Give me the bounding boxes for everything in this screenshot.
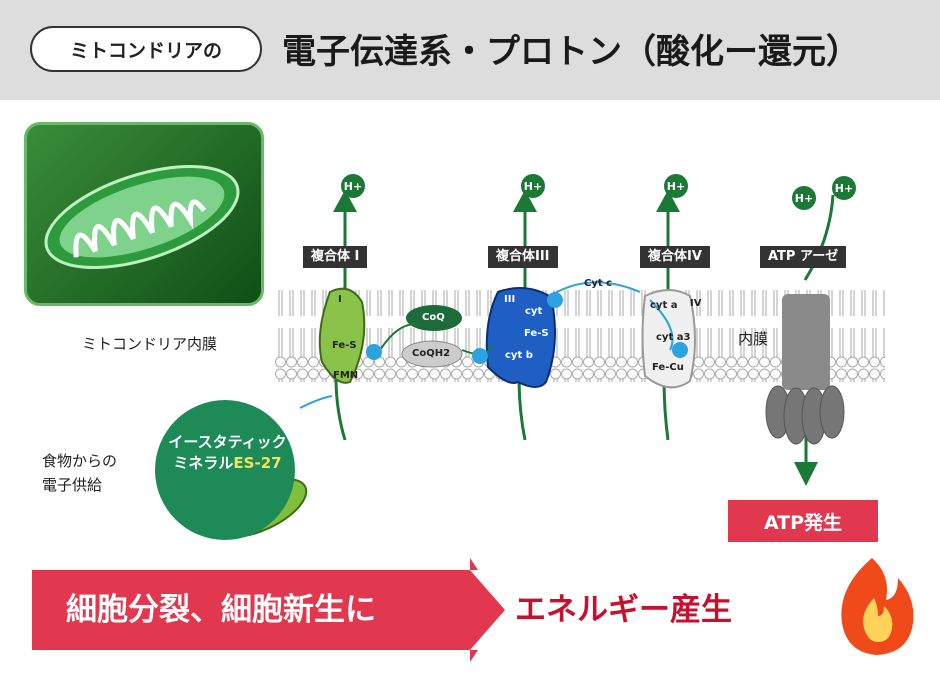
complex3-part: cyt	[525, 306, 543, 317]
complex4-electron-arrow	[649, 299, 674, 351]
complex1-roman: I	[338, 294, 342, 305]
coq-label: CoQ	[422, 312, 445, 323]
banner-right-text: エネルギー産生	[515, 592, 732, 628]
proton-marker: H+	[521, 174, 545, 198]
complex4-roman: IV	[690, 298, 702, 309]
complex4-arrow	[656, 190, 680, 212]
complex4-tag: 複合体IV	[640, 246, 710, 268]
food-electron-label-2: 電子供給	[42, 476, 103, 494]
complex1-tag: 複合体 I	[303, 246, 368, 268]
cytc-label: Cyt c	[584, 278, 613, 289]
electron-dot	[672, 342, 688, 358]
header-pill: ミトコンドリアの	[30, 26, 262, 72]
electron-dot	[547, 292, 563, 308]
complex4-part: cyt a	[650, 300, 678, 311]
proton-marker: H+	[664, 174, 688, 198]
proton-marker: H+	[341, 174, 365, 198]
complex1-arrow	[333, 190, 357, 212]
yeast-label-line2: ミネラルES-27	[165, 453, 290, 474]
food-electron-label-1: 食物からの	[42, 452, 118, 470]
proton-marker: H+	[792, 186, 816, 210]
atpase-proton-path	[803, 194, 835, 281]
mitochondria-drawing	[44, 164, 240, 270]
banner-right-panel	[470, 570, 840, 650]
fire-icon	[841, 558, 914, 655]
atpase-lobe	[819, 385, 845, 439]
yeast-label: イースタティック ミネラルES-27	[165, 432, 290, 474]
food-electron-arrow	[299, 395, 333, 409]
complex1-shape	[318, 287, 366, 384]
electron-dot	[472, 348, 488, 364]
coq-cycle-arrow	[379, 323, 421, 351]
complex1-part: FMN	[333, 370, 359, 381]
complex3-part: Fe-S	[524, 328, 549, 339]
mitochondria-icon	[24, 122, 264, 306]
inner-membrane-label: ミトコンドリア内膜	[82, 335, 218, 353]
yeast-label-line1: イースタティック	[168, 433, 287, 451]
coqh2-ellipse	[401, 340, 463, 368]
atp-down-arrow	[794, 462, 818, 486]
header-pill-label: ミトコンドリアの	[69, 39, 222, 62]
complex1-part: Fe-S	[332, 340, 357, 351]
yeast-label-prefix: ミネラル	[173, 454, 234, 472]
yeast-circle	[155, 400, 295, 540]
complex3-part: cyt b	[505, 350, 533, 361]
proton-marker: H+	[832, 176, 856, 200]
complex3-tag: 複合体III	[488, 246, 558, 268]
cytc-arrow	[549, 281, 641, 297]
complex4-part: Fe-Cu	[652, 362, 684, 373]
atpase-tag: ATP アーゼ	[760, 246, 847, 268]
complex3-arrow	[513, 190, 537, 212]
complex4-part: cyt a3	[656, 332, 691, 343]
banner-left-text: 細胞分裂、細胞新生に	[66, 592, 376, 628]
complex4-shape	[641, 289, 696, 389]
complex3-roman: III	[504, 294, 516, 305]
membrane-short-label: 内膜	[738, 330, 769, 348]
coqh2-label: CoQH2	[412, 348, 451, 359]
banner-arrow-left	[32, 558, 505, 662]
atp-generation-badge: ATP発生	[728, 500, 878, 542]
atpase-stalk	[782, 294, 830, 390]
page-title: 電子伝達系・プロトン（酸化ー還元）	[282, 32, 860, 72]
yeast-label-highlight: ES-27	[233, 454, 282, 472]
electron-dot	[366, 344, 382, 360]
